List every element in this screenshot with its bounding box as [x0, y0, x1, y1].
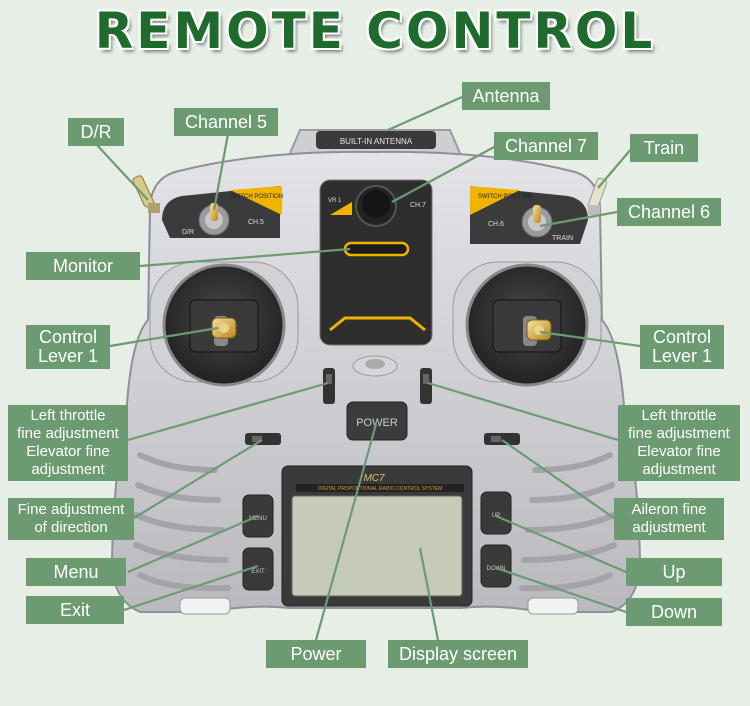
left-grip-ridges: [133, 452, 231, 592]
display-screen: [291, 495, 463, 597]
channel5-switch[interactable]: [210, 203, 218, 221]
label-exit: Exit: [26, 596, 124, 624]
left-throttle-right-line3: Elevator fine: [637, 443, 721, 460]
exit-button-text: EXIT: [251, 569, 265, 575]
label-control-lever-right: Control Lever 1: [640, 325, 724, 369]
leader-display: [418, 547, 440, 641]
label-left-throttle-left: Left throttle fine adjustment Elevator f…: [8, 405, 128, 481]
label-antenna: Antenna: [462, 82, 550, 110]
left-horizontal-trim[interactable]: [245, 433, 281, 445]
leader-channel6: [539, 210, 618, 228]
label-channel6: Channel 6: [617, 198, 721, 226]
up-button[interactable]: UP: [480, 491, 512, 535]
power-button[interactable]: POWER: [346, 401, 408, 441]
fine-direction-line1: Fine adjustment: [17, 501, 125, 518]
power-button-text: POWER: [356, 417, 398, 429]
monitor-indicator: [343, 241, 410, 257]
control-lever-left-line2: Lever 1: [37, 346, 99, 366]
lcd-banner-text: DIGITAL PROPORTIONAL RADIO CONTROL SYSTE…: [318, 486, 443, 492]
left-throttle-right-line2: fine adjustment: [628, 425, 730, 442]
label-down: Down: [626, 598, 722, 626]
label-power: Power: [266, 640, 366, 668]
strap-hook: [352, 355, 398, 377]
right-control-lever[interactable]: [526, 319, 552, 341]
ch6-panel-text: CH.6: [488, 221, 504, 228]
label-left-throttle-right: Left throttle fine adjustment Elevator f…: [618, 405, 740, 481]
train-panel-text: TRAIN: [552, 235, 573, 242]
leader-fine-direction: [133, 439, 263, 519]
label-channel7: Channel 7: [494, 132, 598, 160]
left-throttle-left-line2: fine adjustment: [17, 425, 119, 442]
right-horizontal-trim[interactable]: [484, 433, 520, 445]
aileron-line1: Aileron fine: [631, 501, 707, 518]
leader-control-lever-left: [109, 326, 219, 348]
leader-left-throttle-right: [427, 381, 619, 442]
ch5-panel-text: CH.5: [248, 219, 264, 226]
aileron-line2: adjustment: [632, 519, 706, 536]
right-foot: [527, 597, 579, 615]
leader-train: [597, 147, 633, 189]
left-throttle-left-line3: Elevator fine: [26, 443, 110, 460]
control-lever-left-line1: Control: [38, 327, 98, 347]
leader-control-lever-right: [539, 330, 641, 348]
leader-monitor: [139, 247, 351, 268]
dr-panel-text: D/R: [182, 229, 194, 236]
leader-lines: [95, 95, 641, 641]
left-throttle-right-line1: Left throttle: [641, 407, 717, 424]
label-train: Train: [630, 134, 698, 162]
exit-button[interactable]: EXIT: [242, 547, 274, 591]
leader-antenna: [387, 95, 463, 132]
leader-down: [495, 566, 627, 614]
label-dr: D/R: [68, 118, 124, 146]
leader-power: [314, 423, 378, 641]
left-foot: [179, 597, 231, 615]
label-up: Up: [626, 558, 722, 586]
left-throttle-left-line1: Left throttle: [30, 407, 106, 424]
leader-menu: [127, 514, 259, 574]
leader-channel7: [391, 145, 497, 203]
leader-exit: [123, 564, 259, 612]
left-vertical-trim[interactable]: [323, 368, 335, 404]
control-lever-right-line2: Lever 1: [651, 346, 713, 366]
ch7-text: CH.7: [410, 202, 426, 209]
left-control-lever[interactable]: [211, 317, 237, 339]
antenna-text: BUILT-IN ANTENNA: [340, 137, 413, 146]
model-text: MC7: [363, 473, 385, 484]
label-menu: Menu: [26, 558, 126, 586]
page-title: REMOTE CONTROL: [94, 2, 656, 60]
label-control-lever-left: Control Lever 1: [26, 325, 110, 369]
leader-up: [495, 514, 627, 574]
leader-dr: [95, 143, 149, 201]
channel6-switch[interactable]: [533, 205, 541, 223]
switch-position-left-text: SWITCH POSITION: [229, 194, 283, 200]
control-lever-right-line1: Control: [652, 327, 712, 347]
lcd-module: MC7 DIGITAL PROPORTIONAL RADIO CONTROL S…: [281, 465, 473, 607]
left-throttle-left-line4: adjustment: [31, 461, 105, 478]
center-panel: VR 1 CH.7: [319, 179, 433, 346]
menu-button-text: MENU: [249, 516, 267, 522]
label-aileron: Aileron fine adjustment: [614, 498, 724, 540]
train-toggle-switch[interactable]: [587, 177, 608, 215]
leader-left-throttle-left: [127, 381, 329, 442]
left-switch-panel: SWITCH POSITION D/R CH.5: [162, 186, 283, 238]
label-display-screen: Display screen: [388, 640, 528, 668]
fine-direction-line2: of direction: [34, 519, 108, 536]
right-vertical-trim[interactable]: [420, 368, 432, 404]
left-throttle-right-line4: adjustment: [642, 461, 716, 478]
switch-position-right-text: SWITCH POSITION: [478, 194, 532, 200]
leader-channel5: [212, 133, 230, 211]
down-button[interactable]: DOWN: [480, 544, 512, 588]
label-channel5: Channel 5: [174, 108, 278, 136]
vr1-text: VR 1: [328, 198, 342, 204]
label-fine-direction: Fine adjustment of direction: [8, 498, 134, 540]
label-monitor: Monitor: [26, 252, 140, 280]
leader-aileron: [501, 439, 615, 519]
